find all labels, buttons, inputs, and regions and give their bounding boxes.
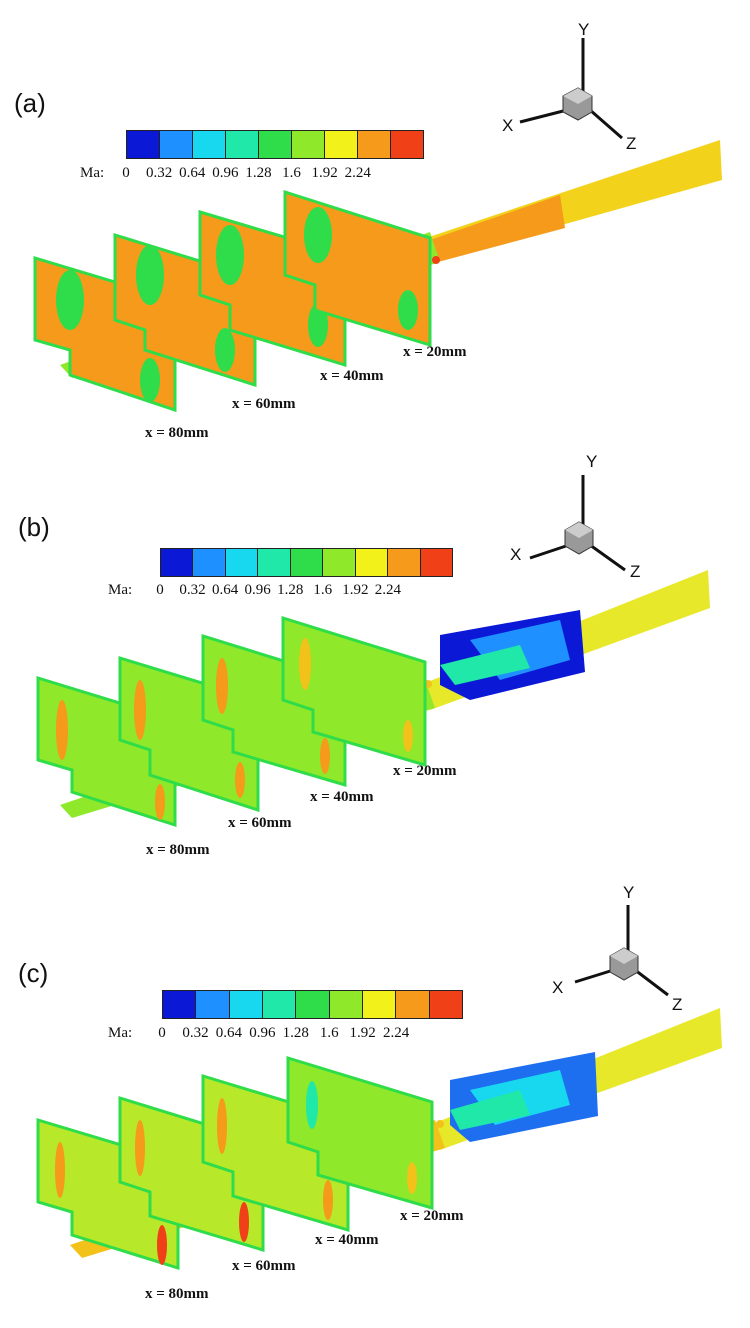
colorbar-segment [420, 549, 452, 576]
colorbar-segment [429, 991, 462, 1018]
station-label: x = 20mm [393, 763, 457, 779]
colorbar-tick-label: 0.96 [244, 582, 271, 598]
colorbar-segment [163, 991, 197, 1018]
panel-label: (c) [18, 958, 49, 988]
colorbar-segment [391, 131, 423, 158]
axis-triad [529, 475, 626, 572]
y-axis-label: Y [578, 20, 590, 39]
mach-contour-scene [36, 905, 722, 1271]
colorbar-segment [290, 549, 324, 576]
colorbar-segment [193, 131, 226, 158]
colorbar-segment [329, 991, 363, 1018]
station-label: x = 40mm [320, 368, 384, 384]
colorbar-tick-label: 1.28 [245, 165, 272, 181]
axis-triad [519, 38, 623, 140]
colorbar-label: Ma: [80, 165, 105, 181]
station-label: x = 40mm [310, 789, 374, 805]
colorbar-tick-label: 0.96 [212, 165, 239, 181]
colorbar-segment [292, 131, 325, 158]
colorbar-segment [161, 549, 194, 576]
injector-point [436, 1120, 444, 1128]
x-axis-label: X [552, 978, 564, 997]
panel-label: (b) [18, 512, 50, 542]
z-axis-label: Z [626, 134, 637, 153]
x-axis-label: X [510, 545, 522, 564]
colorbar-tick-label: 0 [156, 582, 164, 598]
colorbar-tick-label: 0.64 [215, 1025, 242, 1041]
colorbar-segment [358, 131, 391, 158]
colorbar-segment [259, 131, 292, 158]
y-axis-label: Y [623, 883, 635, 902]
colorbar-segment [196, 991, 230, 1018]
colorbar-segment [258, 549, 291, 576]
colorbar [162, 990, 463, 1019]
colorbar-tick-label: 0.32 [182, 1025, 209, 1041]
colorbar-segment [296, 991, 330, 1018]
z-axis-label: Z [672, 995, 683, 1014]
station-label: x = 60mm [228, 815, 292, 831]
cross-section-20 [281, 615, 427, 768]
colorbar-segment [229, 991, 263, 1018]
colorbar-tick-label: 0.96 [249, 1025, 276, 1041]
colorbar-tick-label: 2.24 [382, 1025, 410, 1041]
colorbar-segment [325, 131, 358, 158]
colorbar-segment [323, 549, 356, 576]
colorbar-tick-label: 1.6 [282, 165, 301, 181]
x-axis-label: X [502, 116, 514, 135]
colorbar-tick-label: 1.6 [313, 582, 333, 598]
colorbar-tick-label: 0.64 [211, 582, 239, 598]
downstream-strip-hot [430, 195, 565, 262]
colorbar-tick-label: 2.24 [344, 165, 371, 181]
colorbar [126, 130, 424, 159]
colorbar-segment [225, 549, 259, 576]
colorbar-tick-label: 2.24 [374, 582, 401, 598]
panel-label: (a) [14, 88, 46, 118]
z-axis-label: Z [630, 562, 641, 581]
colorbar-label: Ma: [108, 1025, 133, 1041]
mach-contour-scene [33, 38, 722, 413]
cross-section-20 [286, 1055, 434, 1210]
axis-triad [574, 905, 669, 997]
colorbar-tick-label: 0 [122, 165, 130, 181]
colorbar-segment [362, 991, 397, 1018]
station-label: x = 80mm [146, 842, 210, 858]
colorbar-tick-label: 0.64 [179, 165, 206, 181]
colorbar-tick-label: 1.28 [282, 1025, 309, 1041]
station-label: x = 20mm [400, 1208, 464, 1224]
colorbar-segment [127, 131, 160, 158]
station-label: x = 80mm [145, 1286, 209, 1302]
colorbar-segment [160, 131, 193, 158]
mach-contour-scene [36, 475, 710, 828]
colorbar-tick-label: 1.92 [311, 165, 338, 181]
colorbar [160, 548, 453, 577]
colorbar-tick-label: 0.32 [145, 165, 173, 181]
colorbar-tick-label: 0 [158, 1025, 166, 1041]
colorbar-segment [388, 549, 421, 576]
injector-point [432, 256, 440, 264]
colorbar-segment [193, 549, 226, 576]
colorbar-tick-label: 1.92 [349, 1025, 376, 1041]
station-label: x = 60mm [232, 1258, 296, 1274]
y-axis-label: Y [586, 452, 598, 471]
colorbar-segment [226, 131, 259, 158]
station-label: x = 40mm [315, 1232, 379, 1248]
colorbar-tick-label: 1.92 [342, 582, 369, 598]
station-label: x = 60mm [232, 396, 296, 412]
colorbar-segment [262, 991, 297, 1018]
colorbar-tick-label: 1.6 [319, 1025, 339, 1041]
station-label: x = 20mm [403, 344, 467, 360]
colorbar-segment [396, 991, 430, 1018]
colorbar-tick-label: 1.28 [277, 582, 304, 598]
colorbar-label: Ma: [108, 582, 133, 598]
colorbar-segment [355, 549, 389, 576]
colorbar-tick-label: 0.32 [179, 582, 206, 598]
cross-section-20 [283, 189, 432, 348]
station-label: x = 80mm [145, 425, 209, 441]
